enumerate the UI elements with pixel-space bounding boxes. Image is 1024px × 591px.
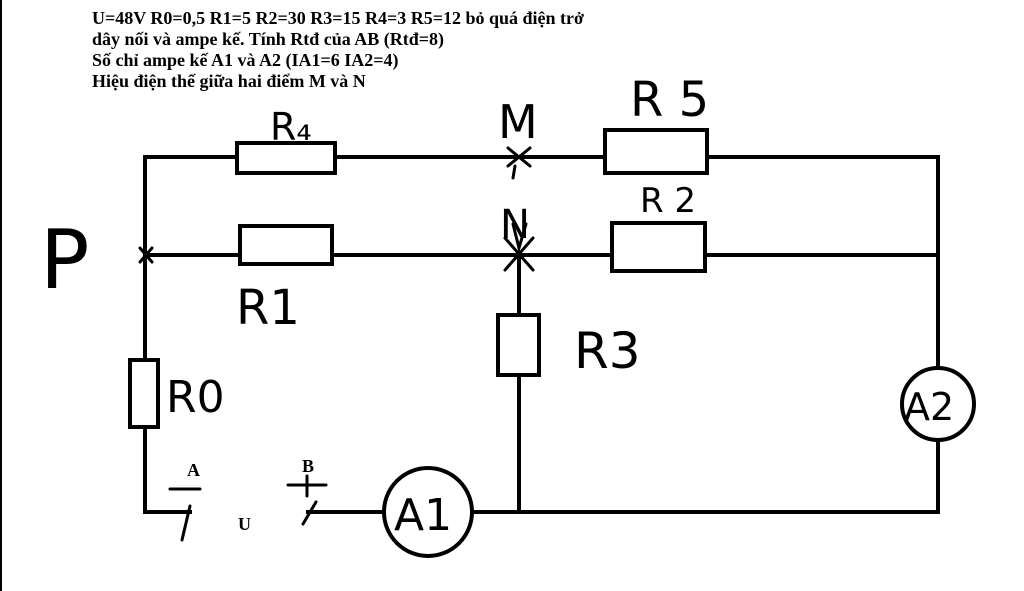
label-node-n: N bbox=[500, 202, 530, 248]
resistor-r2 bbox=[610, 221, 707, 273]
resistor-r1 bbox=[238, 224, 334, 266]
problem-line-2: dây nối và ampe kế. Tính Rtđ của AB (Rtđ… bbox=[92, 29, 444, 49]
label-node-p: P bbox=[40, 213, 89, 308]
label-r1: R1 bbox=[236, 280, 300, 336]
label-terminal-b: B bbox=[302, 456, 314, 476]
label-r0: R0 bbox=[166, 372, 225, 423]
terminal-a-mark bbox=[168, 487, 202, 542]
problem-statement: U=48V R0=0,5 R1=5 R2=30 R3=15 R4=3 R5=12… bbox=[92, 8, 584, 92]
ammeter-a2 bbox=[900, 366, 976, 442]
node-p-mark bbox=[138, 246, 154, 264]
label-r3: R3 bbox=[574, 322, 641, 380]
resistor-r3 bbox=[496, 313, 541, 377]
label-r5: R 5 bbox=[630, 72, 709, 128]
terminal-b-mark bbox=[286, 474, 328, 526]
resistor-r0 bbox=[128, 358, 160, 429]
left-window-edge bbox=[0, 0, 2, 591]
label-r2: R 2 bbox=[640, 181, 696, 221]
label-terminal-a: A bbox=[187, 460, 200, 480]
problem-line-1: U=48V R0=0,5 R1=5 R2=30 R3=15 R4=3 R5=12… bbox=[92, 8, 584, 28]
resistor-r5 bbox=[603, 128, 709, 175]
label-ammeter-a1: A1 bbox=[394, 490, 452, 541]
label-voltage-u: U bbox=[238, 514, 251, 534]
label-node-m: M bbox=[498, 95, 538, 149]
problem-line-4: Hiệu điện thế giữa hai điểm M và N bbox=[92, 71, 366, 91]
node-n-mark bbox=[503, 222, 535, 272]
problem-line-3: Số chỉ ampe kế A1 và A2 (IA1=6 IA2=4) bbox=[92, 50, 399, 70]
node-m-mark bbox=[506, 146, 532, 180]
label-ammeter-a2: A2 bbox=[904, 385, 954, 429]
label-r4: R₄ bbox=[270, 105, 312, 149]
resistor-r4 bbox=[235, 141, 337, 175]
ammeter-a1 bbox=[382, 466, 474, 558]
